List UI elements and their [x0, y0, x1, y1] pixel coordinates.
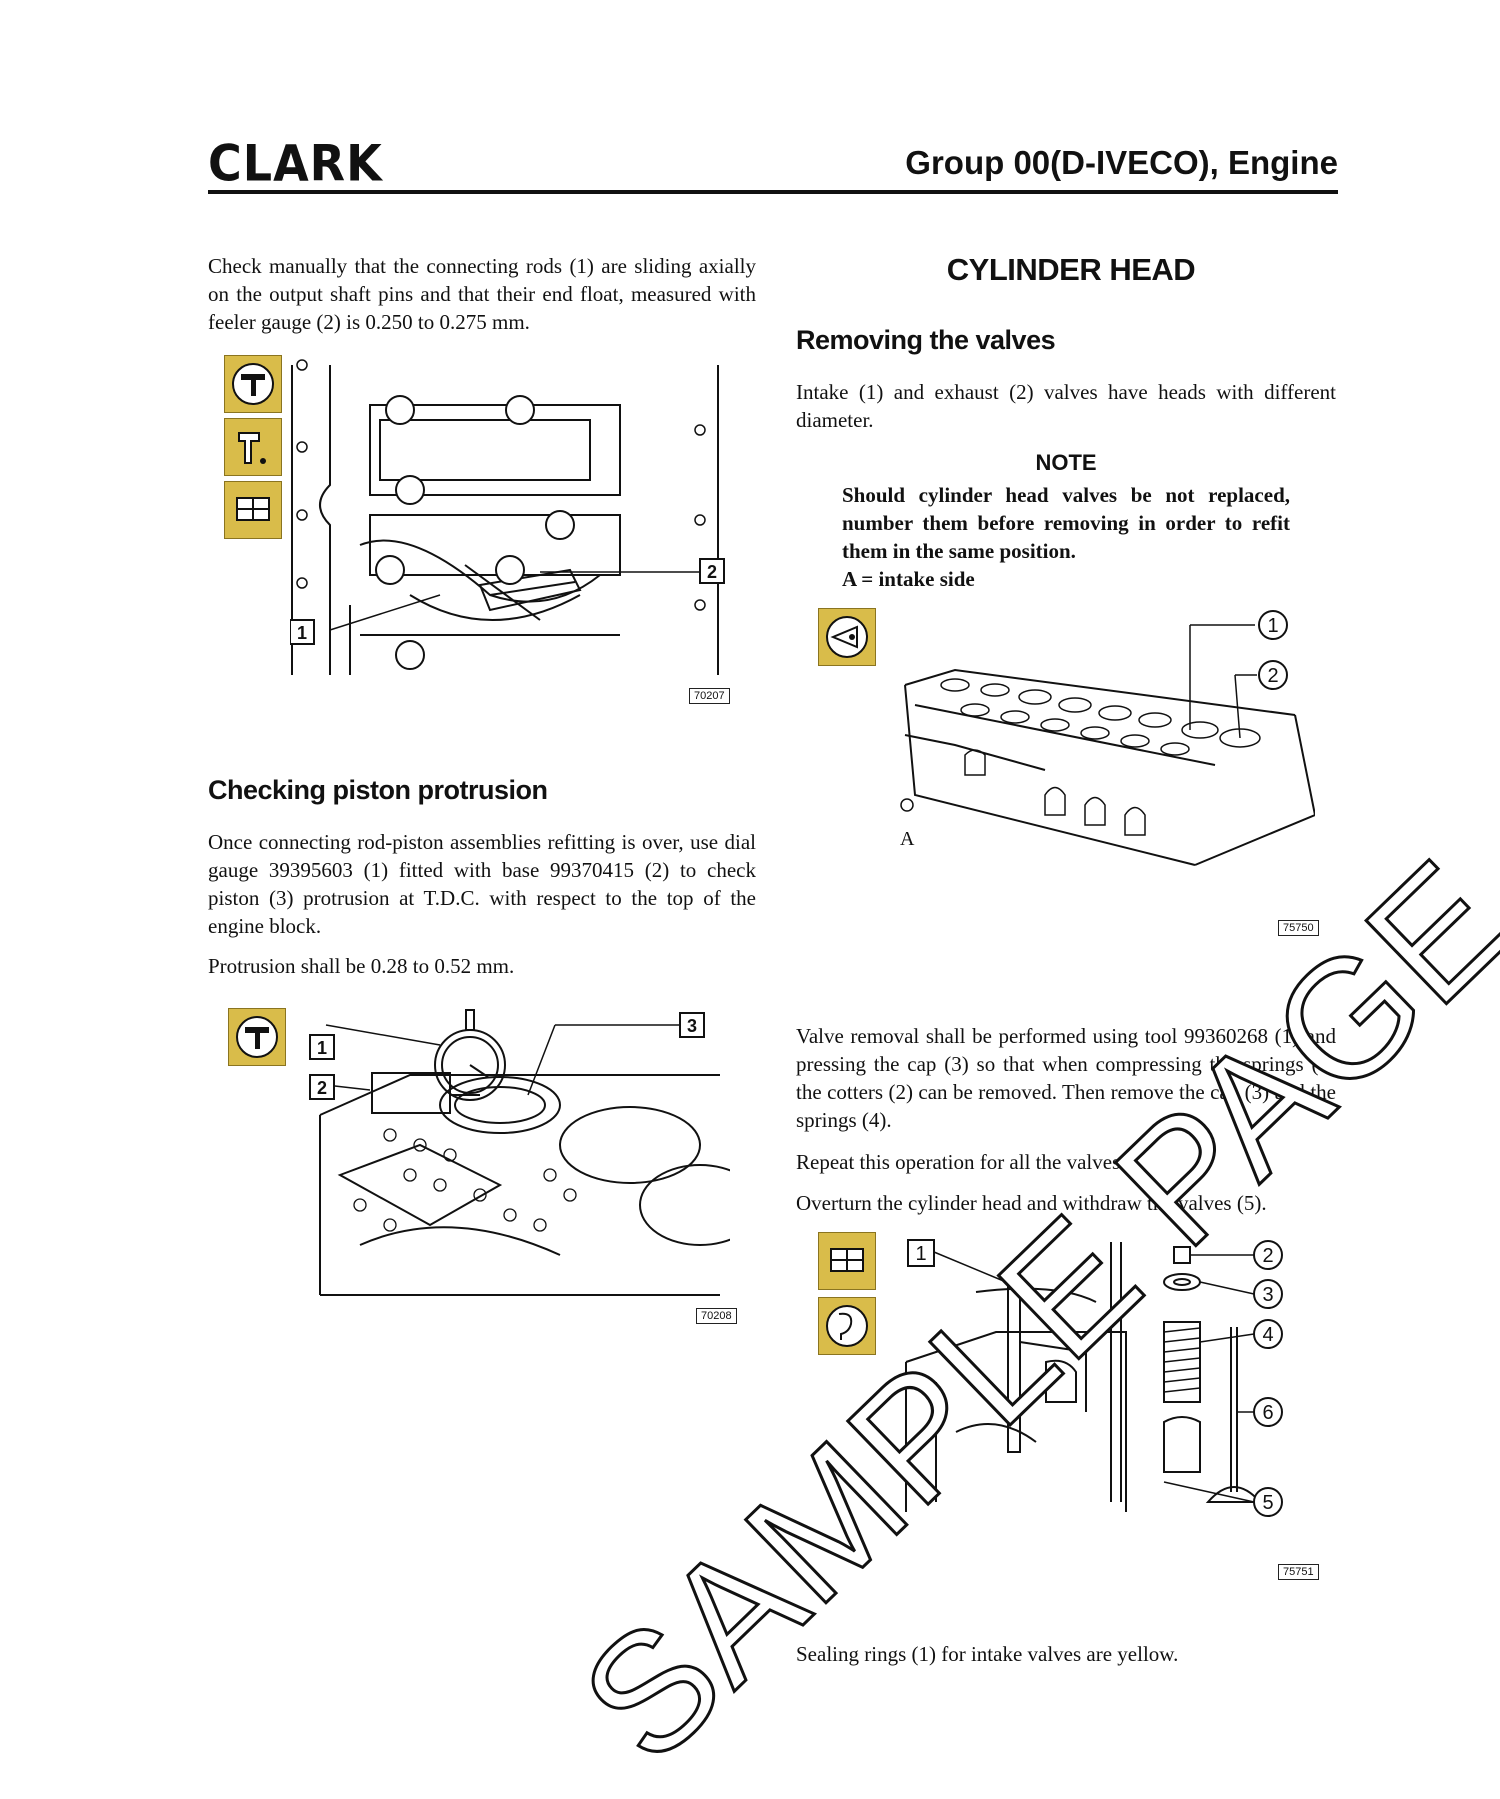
- header-rule: [208, 190, 1338, 194]
- fig2-callout-3: 3: [687, 1016, 697, 1036]
- measure-tool-icon: [224, 355, 282, 413]
- intake-exhaust-paragraph: Intake (1) and exhaust (2) valves have h…: [796, 380, 1336, 432]
- fig4-callout-3: 3: [1262, 1284, 1273, 1306]
- fig4-callout-4: 4: [1262, 1324, 1273, 1346]
- sealing-rings-paragraph: Sealing rings (1) for intake valves are …: [796, 1642, 1179, 1666]
- fig2-callout-2: 2: [317, 1078, 327, 1098]
- valve-removal-figure: 1 2 3 4 5 6: [905, 1239, 1283, 1517]
- checking-piston-heading: Checking piston protrusion: [208, 775, 548, 805]
- fig4-callout-6: 6: [1262, 1402, 1273, 1424]
- fig3-callout-2: 2: [1267, 665, 1278, 687]
- hammer-icon: [224, 418, 282, 476]
- note-title: NOTE: [1035, 450, 1097, 475]
- intake-side-note: A = intake side: [842, 567, 975, 591]
- fig3-tag: 75750: [1278, 920, 1319, 936]
- end-float-paragraph: Check manually that the connecting rods …: [208, 254, 756, 334]
- valve-removal-paragraph: Valve removal shall be performed using t…: [796, 1024, 1336, 1132]
- fig4-callout-5: 5: [1262, 1492, 1273, 1514]
- removing-valves-heading: Removing the valves: [796, 325, 1056, 355]
- fig1-tag: 70207: [689, 688, 730, 704]
- fig3-intake-side-label: A: [900, 828, 915, 850]
- fig4-tag: 75751: [1278, 1564, 1319, 1580]
- piston-protrusion-figure: 1 2 3: [309, 1009, 730, 1296]
- fig1-callout-2: 2: [707, 562, 717, 582]
- grid-view-icon: [224, 481, 282, 539]
- valve-part-icon: [818, 1297, 876, 1355]
- measure-tool-icon-2: [228, 1008, 286, 1066]
- connecting-rod-figure: 1 2: [290, 359, 725, 675]
- repeat-operation-paragraph: Repeat this operation for all the valves…: [796, 1150, 1126, 1174]
- protrusion-paragraph: Protrusion shall be 0.28 to 0.52 mm.: [208, 954, 515, 978]
- eye-inspect-icon: [818, 608, 876, 666]
- fig2-callout-1: 1: [317, 1038, 327, 1058]
- fig1-callout-1: 1: [297, 623, 307, 643]
- fig4-callout-2: 2: [1262, 1245, 1273, 1267]
- fig3-callout-1: 1: [1267, 615, 1278, 637]
- grid-view-icon-2: [818, 1232, 876, 1290]
- fig2-tag: 70208: [696, 1308, 737, 1324]
- cylinder-head-heading: CYLINDER HEAD: [946, 252, 1196, 287]
- fig4-callout-1: 1: [915, 1243, 926, 1265]
- dial-gauge-paragraph: Once connecting rod-piston assemblies re…: [208, 830, 756, 938]
- note-body: Should cylinder head valves be not repla…: [842, 483, 1290, 563]
- page-header-title: Group 00(D-IVECO), Engine: [905, 144, 1338, 181]
- clark-logo: CLARK: [208, 133, 383, 193]
- overturn-head-paragraph: Overturn the cylinder head and withdraw …: [796, 1191, 1267, 1215]
- cylinder-head-valves-figure: 1 2 A: [900, 610, 1315, 866]
